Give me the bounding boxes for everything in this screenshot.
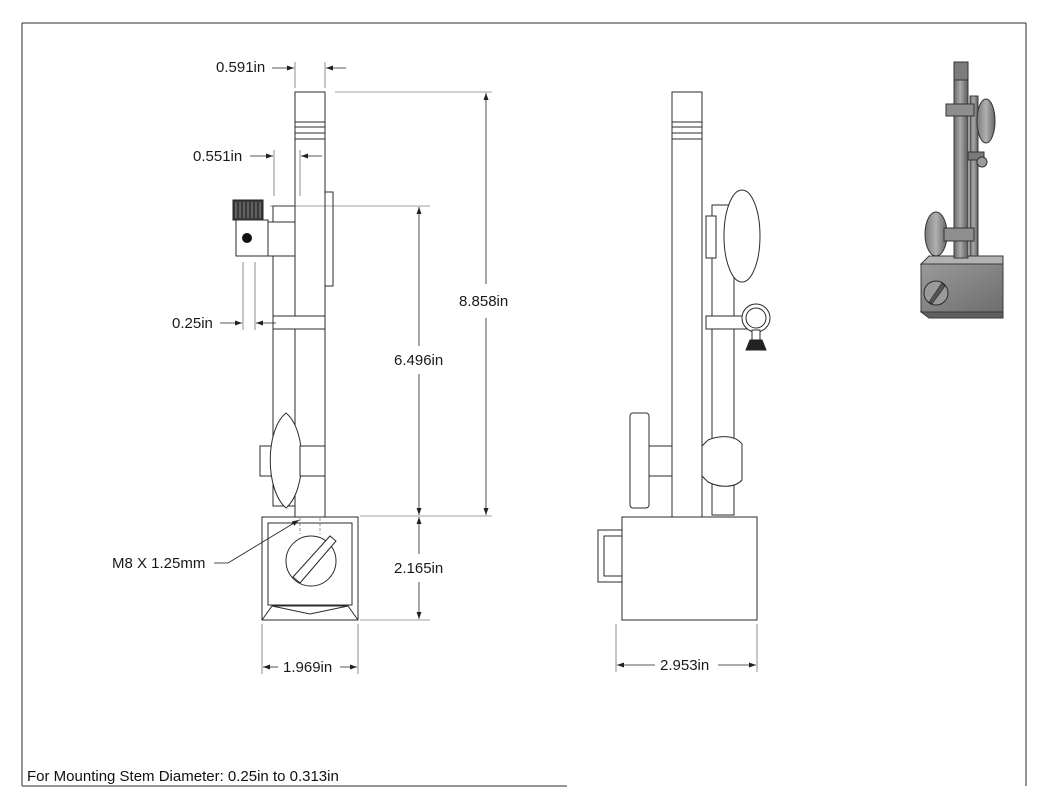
dimension-lines — [22, 62, 758, 787]
dim-label-base-depth: 2.953in — [660, 657, 709, 674]
isometric-render — [919, 61, 1004, 319]
front-holder-hole — [242, 233, 252, 243]
sheet-border — [21, 22, 1027, 787]
dim-label-overall-height: 8.858in — [459, 293, 508, 310]
dim-label-base-width: 1.969in — [283, 659, 332, 676]
front-lock-knob — [269, 412, 303, 509]
dim-label-post-height: 6.496in — [394, 352, 443, 369]
side-switch-dial — [597, 529, 623, 583]
front-view — [232, 91, 359, 621]
dim-label-base-height: 2.165in — [394, 560, 443, 577]
footer-note: For Mounting Stem Diameter: 0.25in to 0.… — [27, 768, 339, 785]
side-main-post — [671, 91, 703, 519]
side-top-knob — [723, 189, 761, 283]
thread-callout: M8 X 1.25mm — [112, 555, 205, 572]
side-lock-knob — [629, 412, 650, 509]
side-magnetic-base — [621, 516, 758, 621]
dim-label-top-width: 0.591in — [216, 59, 265, 76]
dim-label-holder-offset: 0.25in — [172, 315, 213, 332]
side-view — [597, 91, 771, 621]
dim-label-stem-width: 0.551in — [193, 148, 242, 165]
